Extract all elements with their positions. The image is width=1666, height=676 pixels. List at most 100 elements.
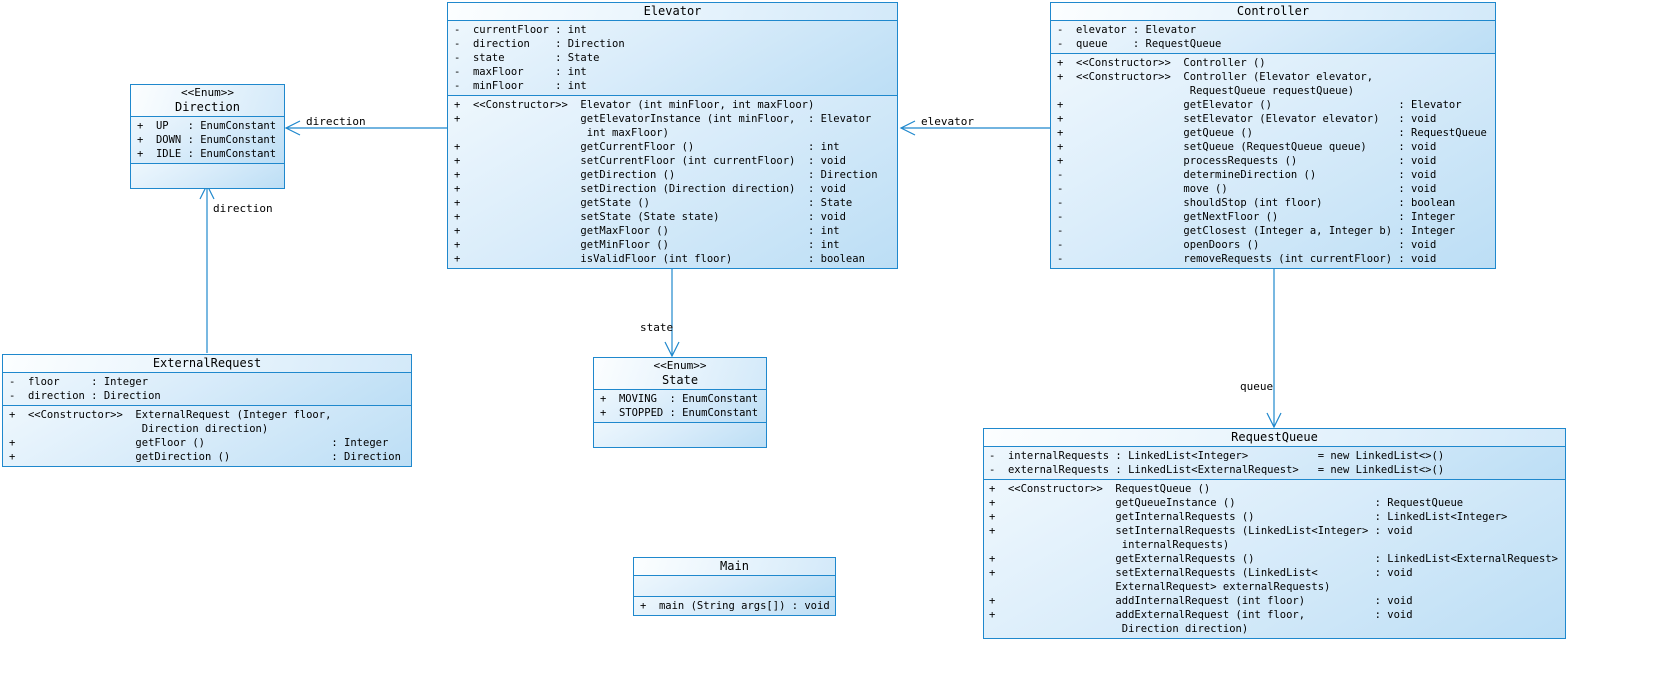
attributes-section: - elevator : Elevator - queue : RequestQu… [1051, 21, 1495, 54]
method-row: + setQueue (RequestQueue queue) : void [1057, 141, 1437, 153]
attribute-row: + DOWN : EnumConstant [137, 134, 277, 146]
edge-controller-to-requestqueue [1266, 267, 1282, 429]
method-row: + getMaxFloor () : int [454, 225, 840, 237]
method-row: + <<Constructor>> Controller () [1057, 57, 1266, 69]
class-box-controller[interactable]: Controller - elevator : Elevator - queue … [1050, 2, 1496, 269]
methods-section: + <<Constructor>> Controller () + <<Const… [1051, 54, 1495, 268]
method-row: + getState () : State [454, 197, 853, 209]
class-title: RequestQueue [984, 429, 1565, 447]
method-row: + setCurrentFloor (int currentFloor) : v… [454, 155, 846, 167]
method-row: + setState (State state) : void [454, 211, 846, 223]
attributes-section: - floor : Integer - direction : Direction [3, 373, 411, 406]
method-row: + getDirection () : Direction [9, 451, 401, 463]
attribute-row: - state : State [454, 52, 600, 64]
class-title: Controller [1051, 3, 1495, 21]
method-row: - getNextFloor () : Integer [1057, 211, 1456, 223]
attributes-section: - internalRequests : LinkedList<Integer>… [984, 447, 1565, 480]
attribute-row: - maxFloor : int [454, 66, 587, 78]
class-title: Elevator [448, 3, 897, 21]
edge-label-direction-2: direction [213, 202, 273, 215]
class-box-requestqueue[interactable]: RequestQueue - internalRequests : Linked… [983, 428, 1566, 639]
methods-section: + <<Constructor>> ExternalRequest (Integ… [3, 406, 411, 466]
attribute-row: + STOPPED : EnumConstant [600, 407, 759, 419]
class-box-state-enum[interactable]: <<Enum>> State + MOVING : EnumConstant+ … [593, 357, 767, 448]
attribute-row: + IDLE : EnumConstant [137, 148, 277, 160]
methods-section: + <<Constructor>> RequestQueue () + getQu… [984, 480, 1565, 638]
method-row: + addExternalRequest (int floor, : void [989, 609, 1413, 621]
methods-section: + main (String args[]) : void [634, 597, 835, 615]
method-row: - move () : void [1057, 183, 1437, 195]
method-row: + <<Constructor>> Elevator (int minFloor… [454, 99, 815, 111]
method-row: + getInternalRequests () : LinkedList<In… [989, 511, 1508, 523]
attributes-section: + MOVING : EnumConstant + STOPPED : EnumC… [594, 390, 766, 423]
attributes-section: + UP : EnumConstant + DOWN : EnumConstant… [131, 117, 284, 164]
method-row: + setExternalRequests (LinkedList< : voi… [989, 567, 1413, 579]
method-row: + <<Constructor>> RequestQueue () [989, 483, 1211, 495]
class-title: <<Enum>> Direction [131, 85, 284, 117]
attribute-row: + MOVING : EnumConstant [600, 393, 759, 405]
method-row: + isValidFloor (int floor) : boolean [454, 253, 865, 265]
edge-externalrequest-to-direction [199, 183, 215, 353]
method-row: ExternalRequest> externalRequests) [989, 581, 1331, 593]
attribute-row: - currentFloor : int [454, 24, 587, 36]
attribute-row: - externalRequests : LinkedList<External… [989, 464, 1445, 476]
edge-elevator-to-direction [284, 120, 447, 136]
method-row: + getElevatorInstance (int minFloor, : E… [454, 113, 872, 125]
class-box-elevator[interactable]: Elevator - currentFloor : int - direction… [447, 2, 898, 269]
stereotype-label: <<Enum>> [653, 359, 707, 372]
method-row: internalRequests) [989, 539, 1230, 551]
class-title: <<Enum>> State [594, 358, 766, 390]
class-title: Main [634, 558, 835, 576]
method-row: + getCurrentFloor () : int [454, 141, 840, 153]
attribute-row: - minFloor : int [454, 80, 587, 92]
method-row: + getMinFloor () : int [454, 239, 840, 251]
attribute-row: - internalRequests : LinkedList<Integer>… [989, 450, 1445, 462]
stereotype-label: <<Enum>> [181, 86, 234, 99]
method-row: - removeRequests (int currentFloor) : vo… [1057, 253, 1437, 265]
attribute-row: - queue : RequestQueue [1057, 38, 1222, 50]
class-box-externalrequest[interactable]: ExternalRequest - floor : Integer - direc… [2, 354, 412, 467]
method-row: + setElevator (Elevator elevator) : void [1057, 113, 1437, 125]
method-row: Direction direction) [989, 623, 1249, 635]
method-row: + getQueue () : RequestQueue [1057, 127, 1487, 139]
method-row: + getDirection () : Direction [454, 169, 878, 181]
class-title: ExternalRequest [3, 355, 411, 373]
method-row: - getClosest (Integer a, Integer b) : In… [1057, 225, 1456, 237]
method-row: - determineDirection () : void [1057, 169, 1437, 181]
method-row: + setInternalRequests (LinkedList<Intege… [989, 525, 1413, 537]
method-row: RequestQueue requestQueue) [1057, 85, 1355, 97]
edge-label-queue: queue [1240, 380, 1274, 393]
method-row: + processRequests () : void [1057, 155, 1437, 167]
method-row: + addInternalRequest (int floor) : void [989, 595, 1413, 607]
class-box-direction-enum[interactable]: <<Enum>> Direction + UP : EnumConstant+ … [130, 84, 285, 189]
methods-section: + <<Constructor>> Elevator (int minFloor… [448, 96, 897, 268]
method-row: + getQueueInstance () : RequestQueue [989, 497, 1464, 509]
method-row: int maxFloor) [454, 127, 669, 139]
attribute-row: + UP : EnumConstant [137, 120, 277, 132]
method-row: + <<Constructor>> Controller (Elevator e… [1057, 71, 1374, 83]
edge-elevator-to-state [664, 267, 680, 358]
methods-section-empty [131, 164, 284, 188]
attribute-row: - direction : Direction [9, 390, 161, 402]
edge-label-elevator: elevator [921, 115, 974, 128]
method-row: Direction direction) [9, 423, 269, 435]
method-row: - shouldStop (int floor) : boolean [1057, 197, 1456, 209]
method-row: + getExternalRequests () : LinkedList<Ex… [989, 553, 1558, 565]
attribute-row: - elevator : Elevator [1057, 24, 1197, 36]
method-row: - openDoors () : void [1057, 239, 1437, 251]
enum-name: Direction [174, 100, 241, 114]
method-row: + main (String args[]) : void [640, 600, 830, 612]
attribute-row: - direction : Direction [454, 38, 625, 50]
attributes-section-empty [634, 576, 835, 597]
attributes-section: - currentFloor : int - direction : Direct… [448, 21, 897, 96]
enum-name: State [661, 373, 699, 387]
method-row: + getFloor () : Integer [9, 437, 389, 449]
class-box-main[interactable]: Main + main (String args[]) : void [633, 557, 836, 616]
method-row: + <<Constructor>> ExternalRequest (Integ… [9, 409, 332, 421]
method-row: + getElevator () : Elevator [1057, 99, 1462, 111]
method-row: + setDirection (Direction direction) : v… [454, 183, 846, 195]
edge-controller-to-elevator [899, 120, 1050, 136]
attribute-row: - floor : Integer [9, 376, 149, 388]
